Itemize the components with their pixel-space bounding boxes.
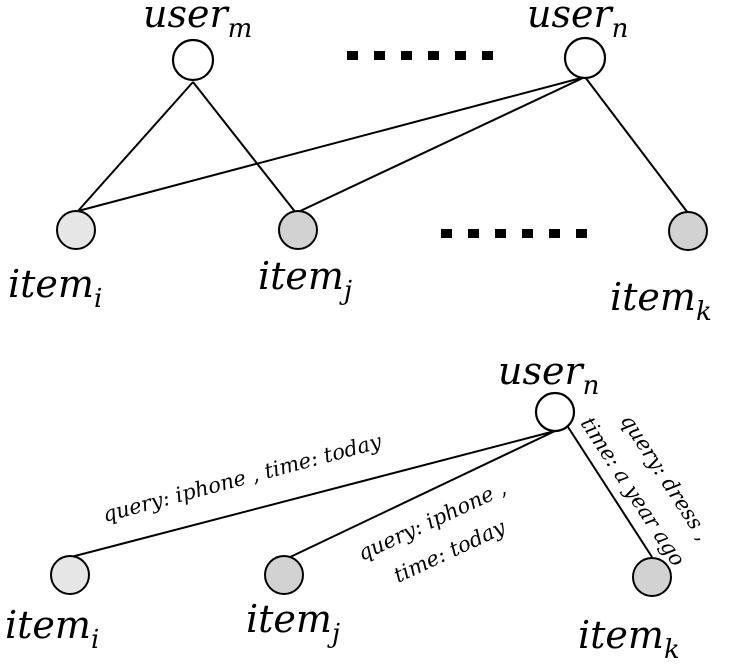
bottom-item-i-label: itemi [5, 603, 99, 655]
bottom-item-i-node [50, 555, 90, 595]
top-user-m-label: userm [143, 0, 252, 44]
top-item-i-node [56, 210, 96, 250]
edge-user-n-item-j [295, 76, 586, 214]
edge-bottom-user-n-item-k [567, 426, 653, 558]
bottom-user-n-node [534, 391, 576, 433]
top-graph: userm usern itemi itemj itemk [8, 0, 712, 327]
top-user-n-node [563, 36, 607, 80]
bottom-user-n-label: usern [498, 349, 599, 401]
bottom-graph: usern itemi itemj itemk query: iphone , … [5, 349, 715, 665]
edge-user-m-item-j [192, 81, 297, 214]
edge-bottom-user-n-item-j [285, 430, 556, 560]
top-item-i-label: itemi [8, 262, 102, 314]
top-item-j-node [278, 210, 318, 250]
bottom-item-j-node [264, 555, 304, 595]
edge-user-n-item-k [584, 76, 689, 214]
top-item-j-label: itemj [258, 254, 352, 306]
top-item-k-label: itemk [610, 275, 712, 327]
top-user-n-label: usern [527, 0, 628, 44]
bottom-item-k-label: itemk [578, 613, 680, 665]
top-item-k-node [668, 211, 708, 251]
top-user-m-node [171, 38, 215, 82]
edge-bottom-user-n-item-i [70, 430, 556, 558]
top-ellipsis-items [441, 229, 587, 238]
edge-user-m-item-i [77, 81, 194, 212]
edge-user-n-item-i [77, 76, 586, 212]
top-ellipsis-users [347, 51, 493, 60]
bottom-item-k-node [632, 557, 672, 597]
bottom-item-j-label: itemj [246, 597, 340, 649]
